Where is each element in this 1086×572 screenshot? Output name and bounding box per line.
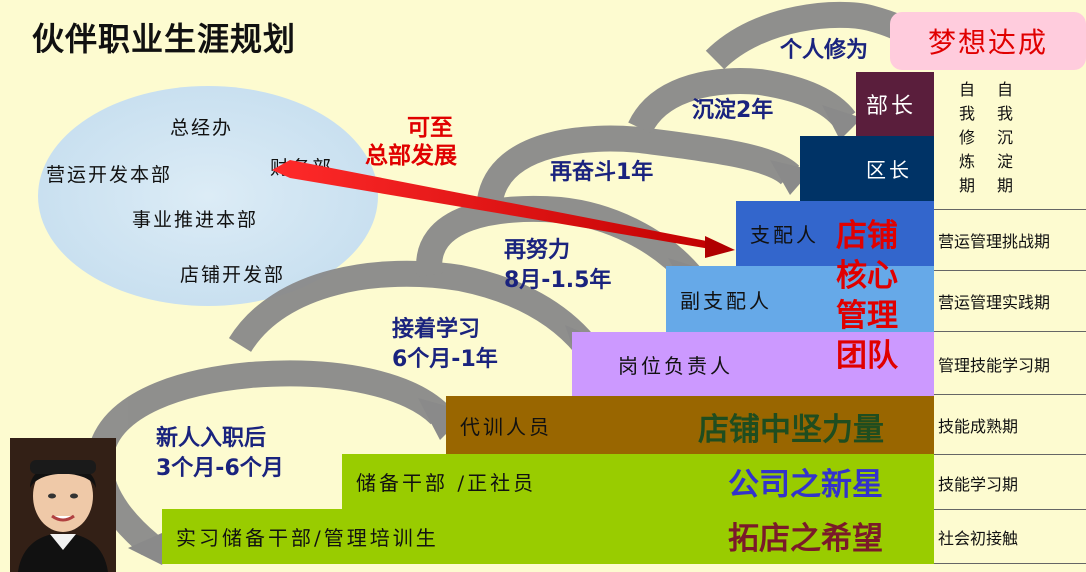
to-hq-text-2: 总部发展 xyxy=(365,143,457,169)
dream-label: 梦想达成 xyxy=(927,26,1048,59)
stage-text-newcomer: 新人入职后 3个月-6个月 xyxy=(156,424,284,484)
to-hq-text-1: 可至 xyxy=(407,115,453,141)
phase-skill-learning: 技能学习期 xyxy=(938,475,1019,494)
self-column-1: 自 我 修 炼 期 xyxy=(958,80,975,195)
stage-text-continue-learning-line-1: 接着学习 xyxy=(392,317,481,342)
step-reserve-cadre-label: 储备干部 /正社员 xyxy=(356,471,537,495)
phase-skill-mature: 技能成熟期 xyxy=(938,417,1019,436)
step-deputy-manager-label: 副支配人 xyxy=(680,288,772,313)
step-department-head: 部长 xyxy=(856,72,934,136)
slogan-core-team: 店铺 核心 管理 团队 xyxy=(836,216,898,376)
dept-business-promotion: 事业推进本部 xyxy=(132,209,259,231)
slogan-core-team-line-3: 管理 xyxy=(836,298,898,334)
employee-photo xyxy=(10,438,116,572)
department-cloud xyxy=(38,86,378,306)
stage-text-newcomer-line-1: 新人入职后 xyxy=(156,426,267,451)
slogan-core-force: 店铺中坚力量 xyxy=(698,412,884,448)
stage-text-self-cultivation: 个人修为 xyxy=(780,38,869,63)
slogan-core-team-line-4: 团队 xyxy=(836,338,898,374)
step-trainee: 实习储备干部/管理培训生 xyxy=(162,509,934,564)
dream-box: 梦想达成 xyxy=(890,12,1086,70)
stage-text-more-effort: 再努力 8月-1.5年 xyxy=(504,236,611,296)
step-trainee-label: 实习储备干部/管理培训生 xyxy=(176,526,439,550)
self-column-2: 自 我 沉 淀 期 xyxy=(996,80,1013,195)
step-trainer: 代训人员 xyxy=(446,396,934,454)
dept-general-office: 总经办 xyxy=(170,117,234,139)
step-manager-label: 支配人 xyxy=(750,223,819,247)
slogan-core-team-line-1: 店铺 xyxy=(836,218,898,254)
phase-operations-challenge: 营运管理挑战期 xyxy=(938,232,1051,251)
stage-text-continue-learning: 接着学习 6个月-1年 xyxy=(392,315,498,375)
phase-divider xyxy=(934,209,1086,210)
step-post-leader-label: 岗位负责人 xyxy=(618,353,733,378)
phase-divider xyxy=(934,394,1086,395)
phase-column xyxy=(934,72,1086,572)
stage-text-strive-one-year: 再奋斗1年 xyxy=(550,160,654,185)
phase-operations-practice: 营运管理实践期 xyxy=(938,293,1051,312)
step-reserve-cadre: 储备干部 /正社员 xyxy=(342,454,934,509)
step-district-head-label: 区长 xyxy=(866,158,912,182)
step-post-leader: 岗位负责人 xyxy=(572,332,934,396)
phase-divider xyxy=(934,563,1086,564)
page-title: 伙伴职业生涯规划 xyxy=(32,20,297,58)
phase-divider xyxy=(934,270,1086,271)
phase-divider xyxy=(934,509,1086,510)
phase-management-learning: 管理技能学习期 xyxy=(938,356,1051,375)
phase-social-contact: 社会初接触 xyxy=(938,529,1019,548)
slogan-core-team-line-2: 核心 xyxy=(836,258,898,294)
stage-text-more-effort-line-1: 再努力 xyxy=(504,238,571,263)
slogan-store-hope: 拓店之希望 xyxy=(728,521,883,557)
dept-store-development: 店铺开发部 xyxy=(180,264,286,286)
step-department-head-label: 部长 xyxy=(866,94,917,119)
phase-divider xyxy=(934,454,1086,455)
step-district-head: 区长 xyxy=(800,136,934,201)
step-trainer-label: 代训人员 xyxy=(460,414,552,439)
stage-text-continue-learning-line-2: 6个月-1年 xyxy=(392,347,498,372)
phase-divider xyxy=(934,331,1086,332)
slogan-company-star: 公司之新星 xyxy=(728,467,883,503)
stage-text-settle-two-years: 沉淀2年 xyxy=(692,98,774,123)
step-manager: 支配人 xyxy=(736,201,934,266)
dept-operations: 营运开发本部 xyxy=(46,164,173,186)
stage-text-newcomer-line-2: 3个月-6个月 xyxy=(156,456,284,481)
step-deputy-manager: 副支配人 xyxy=(666,266,934,332)
stage-text-more-effort-line-2: 8月-1.5年 xyxy=(504,268,612,293)
